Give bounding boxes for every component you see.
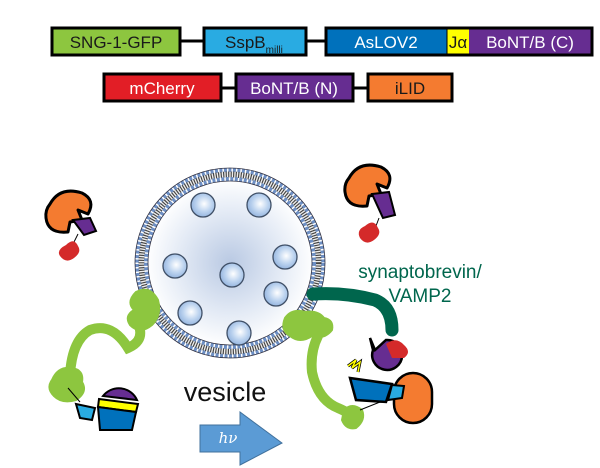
construct-row-2: mCherry BoNT/B (N) iLID — [102, 72, 454, 103]
domain-aslov2-jalpha-bontb-c: AsLOV2 Jα BoNT/B (C) — [324, 26, 594, 57]
domain-sng1-gfp: SNG-1-GFP — [50, 26, 182, 57]
sspb-milli-shape — [74, 402, 97, 422]
synaptobrevin-vamp2 — [306, 287, 399, 337]
mcherry-shape — [358, 222, 380, 243]
membrane-outer-heads — [135, 168, 325, 358]
vamp2-label: VAMP2 — [388, 286, 451, 307]
granule — [263, 281, 289, 307]
sng1-gfp-right — [282, 309, 365, 430]
light-arrow-label: hν — [219, 429, 238, 447]
mcherry-bontn-ilid-right — [343, 163, 397, 243]
domain-label: mCherry — [129, 79, 195, 98]
granule — [246, 192, 272, 218]
bontb-n-shape — [370, 190, 397, 220]
membrane-lipid-tails — [138, 171, 322, 355]
reconstituted-bontb-complex — [347, 337, 434, 425]
granule — [226, 320, 252, 346]
vesicle — [134, 167, 326, 359]
domain-sspb-milli: SspBmilli — [202, 26, 308, 57]
neurotransmitter-granules — [162, 192, 298, 346]
membrane-inner-heads — [144, 177, 316, 349]
domain-label-bontb-c: BoNT/B (C) — [486, 33, 574, 52]
jalpha-unfolded — [347, 359, 362, 373]
granule — [190, 192, 216, 218]
construct-row-1: SNG-1-GFP SspBmilli AsLOV2 Jα BoNT/B (C) — [50, 26, 594, 57]
aslov2-shape — [348, 376, 394, 404]
mcherry-shape — [386, 340, 408, 358]
bontb-c-shape — [101, 387, 139, 402]
mcherry-bontn-ilid-left — [44, 189, 98, 261]
granule — [162, 253, 188, 279]
light-arrow: hν — [199, 411, 283, 466]
domain-label: BoNT/B (N) — [250, 79, 338, 98]
domain-ilid: iLID — [366, 72, 454, 103]
synaptobrevin-label: synaptobrevin/ — [358, 262, 482, 283]
aslov2-shape — [96, 405, 138, 431]
vesicle-label: vesicle — [184, 377, 267, 407]
granule — [219, 262, 245, 288]
domain-label-aslov2: AsLOV2 — [354, 33, 417, 52]
bontb-n-shape — [71, 216, 98, 237]
light-arrow-shape — [199, 411, 283, 466]
sspb-milli-shape — [386, 383, 406, 402]
granule — [177, 300, 203, 326]
domain-label: SNG-1-GFP — [70, 33, 163, 52]
granule — [272, 244, 298, 270]
sspb-aslov2-bontc-complex-left — [67, 387, 140, 431]
mcherry-shape — [58, 241, 80, 261]
domain-label: SspBmilli — [225, 33, 283, 56]
domain-bontb-n: BoNT/B (N) — [234, 72, 355, 103]
domain-mcherry: mCherry — [102, 72, 223, 103]
domain-label: iLID — [395, 79, 425, 98]
domain-label-jalpha: Jα — [449, 33, 468, 52]
sng1-gfp-left — [48, 288, 161, 403]
